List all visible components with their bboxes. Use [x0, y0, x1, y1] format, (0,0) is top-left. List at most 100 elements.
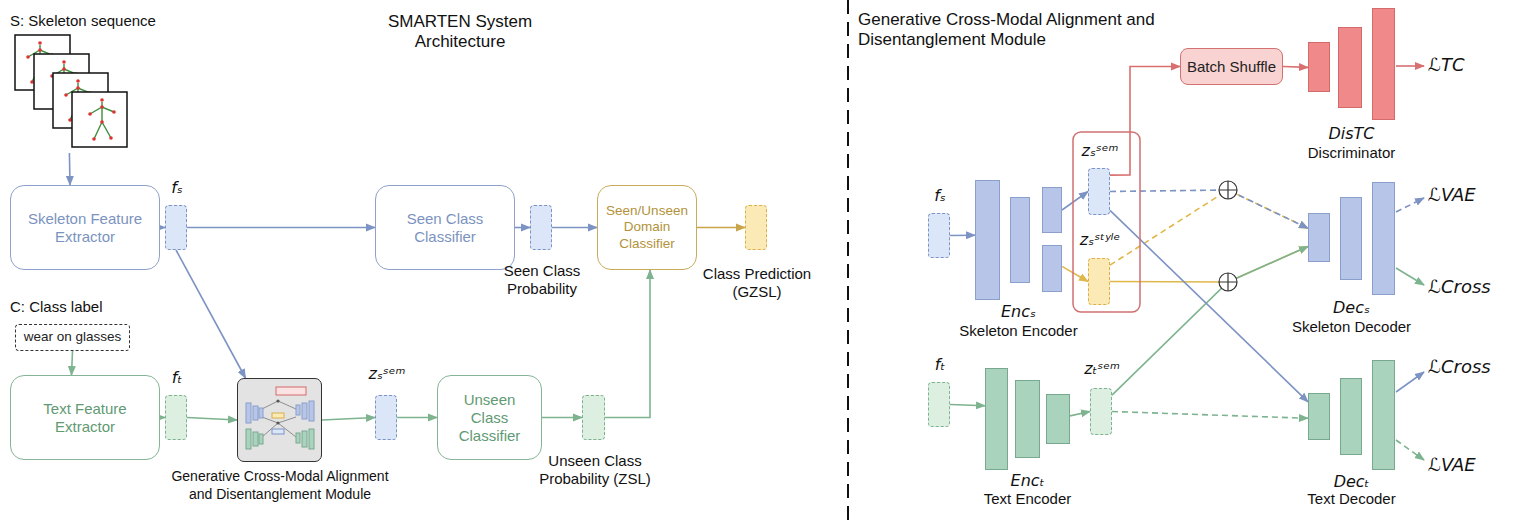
latent-group — [1073, 132, 1140, 312]
connector — [1283, 66, 1308, 69]
node-text: Seen/Unseen Domain Classifier — [604, 203, 690, 252]
node-text: Text Encoder — [984, 490, 1072, 507]
node-text: wear on glasses — [24, 329, 122, 345]
text-holder: Discriminator — [1288, 144, 1415, 162]
skeleton-sequence: S: Skeleton sequence — [10, 8, 190, 153]
connector — [950, 405, 985, 406]
node-text: Discriminator — [1308, 144, 1396, 161]
probability-vector: Seen Class Probability — [530, 205, 552, 250]
layer-bar — [1372, 360, 1395, 470]
connector — [950, 234, 975, 236]
node-text: Seen Class Probability — [504, 262, 581, 297]
text-holder: ℒCross — [1428, 276, 1508, 298]
encoder: EncₛSkeleton Encoder — [975, 180, 1062, 300]
text-holder: zₛˢᵗʸˡᵉ — [1065, 230, 1135, 249]
feature-vector: fₛ — [165, 205, 187, 250]
class-label-box: wear on glasses — [15, 324, 130, 351]
process-box: Unseen Class Classifier — [437, 375, 542, 460]
node-text: DisTC — [1328, 124, 1374, 143]
node-text: zₛˢᵉᵐ — [1082, 141, 1119, 160]
node-text: fₛ — [934, 186, 946, 205]
text-holder: ℒVAE — [1428, 184, 1508, 206]
text-holder: fₜ — [157, 368, 197, 387]
connector — [552, 227, 597, 229]
text-holder: DisTC — [1288, 124, 1415, 143]
connector — [72, 351, 73, 375]
layer-bar — [985, 368, 1008, 470]
connector — [69, 153, 71, 185]
text-holder: Skeleton Decoder — [1288, 318, 1415, 336]
layer-bar — [1340, 378, 1362, 455]
text-holder: fₛ — [157, 178, 197, 197]
text-holder: Text Decoder — [1288, 490, 1415, 508]
node-text: zₜˢᵉᵐ — [1084, 359, 1120, 378]
text-holder: Skeleton Encoder — [955, 322, 1082, 340]
node-text: Text Feature Extractor — [17, 400, 153, 436]
latent-vector: zₛˢᵗʸˡᵉ — [1088, 258, 1110, 305]
encoder: EncₜText Encoder — [985, 368, 1070, 470]
label: ℒVAE — [1428, 454, 1476, 475]
node-text: zₛˢᵉᵐ — [369, 364, 406, 383]
text-holder: fₛ — [920, 186, 960, 205]
text-holder: Encₛ — [955, 302, 1082, 321]
discriminator: DisTCDiscriminator — [1308, 8, 1395, 120]
node-text: Unseen Class Classifier — [444, 391, 535, 445]
prediction-vector: Class Prediction (GZSL) — [745, 205, 767, 250]
connector — [1110, 67, 1180, 176]
layer-bar — [1372, 8, 1395, 120]
sum-sign — [1219, 181, 1237, 199]
node-text: Skeleton Feature Extractor — [17, 210, 153, 246]
node-text: Encₜ — [1011, 471, 1045, 490]
sum-node — [1219, 181, 1237, 199]
decoder: DecₜText Decoder — [1308, 360, 1395, 470]
node-text: S: Skeleton sequence — [10, 12, 156, 29]
text-holder: Decₛ — [1288, 298, 1415, 317]
connector — [697, 227, 745, 229]
connector — [397, 417, 437, 419]
layer-bar — [1046, 394, 1070, 444]
text-holder: Generative Cross-Modal Alignment and Dis… — [858, 10, 1198, 51]
connector — [187, 227, 375, 229]
diagram-title: SMARTEN System Architecture — [388, 12, 532, 51]
label: ℒCross — [1428, 276, 1491, 297]
connector — [187, 418, 237, 421]
feature-vector: fₜ — [165, 395, 187, 440]
node-text: Skeleton Encoder — [959, 322, 1077, 339]
node-text: Seen Class Classifier — [382, 210, 508, 246]
feature-vector: zₛˢᵉᵐ — [375, 395, 397, 440]
node-text: Decₜ — [1334, 472, 1370, 491]
panel-divider — [847, 0, 849, 525]
node-text: fₜ — [172, 368, 182, 387]
text-holder: zₜˢᵉᵐ — [1072, 359, 1132, 378]
connector — [605, 270, 650, 418]
connector — [1062, 192, 1088, 211]
node-text: Text Decoder — [1307, 490, 1395, 507]
text-holder: zₛˢᵉᵐ — [1070, 141, 1130, 160]
process-box: Seen Class Classifier — [375, 185, 515, 270]
node-text: Unseen Class Probability (ZSL) — [539, 452, 651, 487]
feature-vector: fₛ — [928, 213, 950, 258]
layer-bar — [1015, 380, 1040, 458]
text-holder: Encₜ — [965, 471, 1090, 490]
loss-arrow — [1396, 372, 1424, 392]
layer-bar — [1338, 27, 1362, 108]
text-holder: ℒCross — [1428, 356, 1508, 378]
shuffle-box: Batch Shuffle — [1180, 48, 1283, 85]
node-text: zₛˢᵗʸˡᵉ — [1080, 230, 1120, 249]
layer-bar — [1308, 213, 1330, 262]
process-box: Seen/Unseen Domain Classifier — [597, 185, 697, 270]
connector — [515, 227, 530, 229]
text-holder: Text Encoder — [965, 490, 1090, 508]
text-holder: Seen Class Probability — [497, 262, 587, 298]
text-holder: Class Prediction (GZSL) — [695, 265, 819, 301]
node-text: Skeleton Decoder — [1292, 318, 1411, 335]
latent-vector: zₛˢᵉᵐ — [1088, 168, 1110, 215]
layer-bar — [1010, 197, 1030, 283]
node-text: fₜ — [935, 355, 945, 374]
process-box: Skeleton Feature Extractor — [10, 185, 160, 270]
label: ℒCross — [1428, 356, 1491, 377]
loss-arrow — [1396, 440, 1424, 460]
node-text: Decₛ — [1333, 298, 1370, 317]
text-holder: Generative Cross-Modal Alignment and Dis… — [160, 467, 400, 503]
